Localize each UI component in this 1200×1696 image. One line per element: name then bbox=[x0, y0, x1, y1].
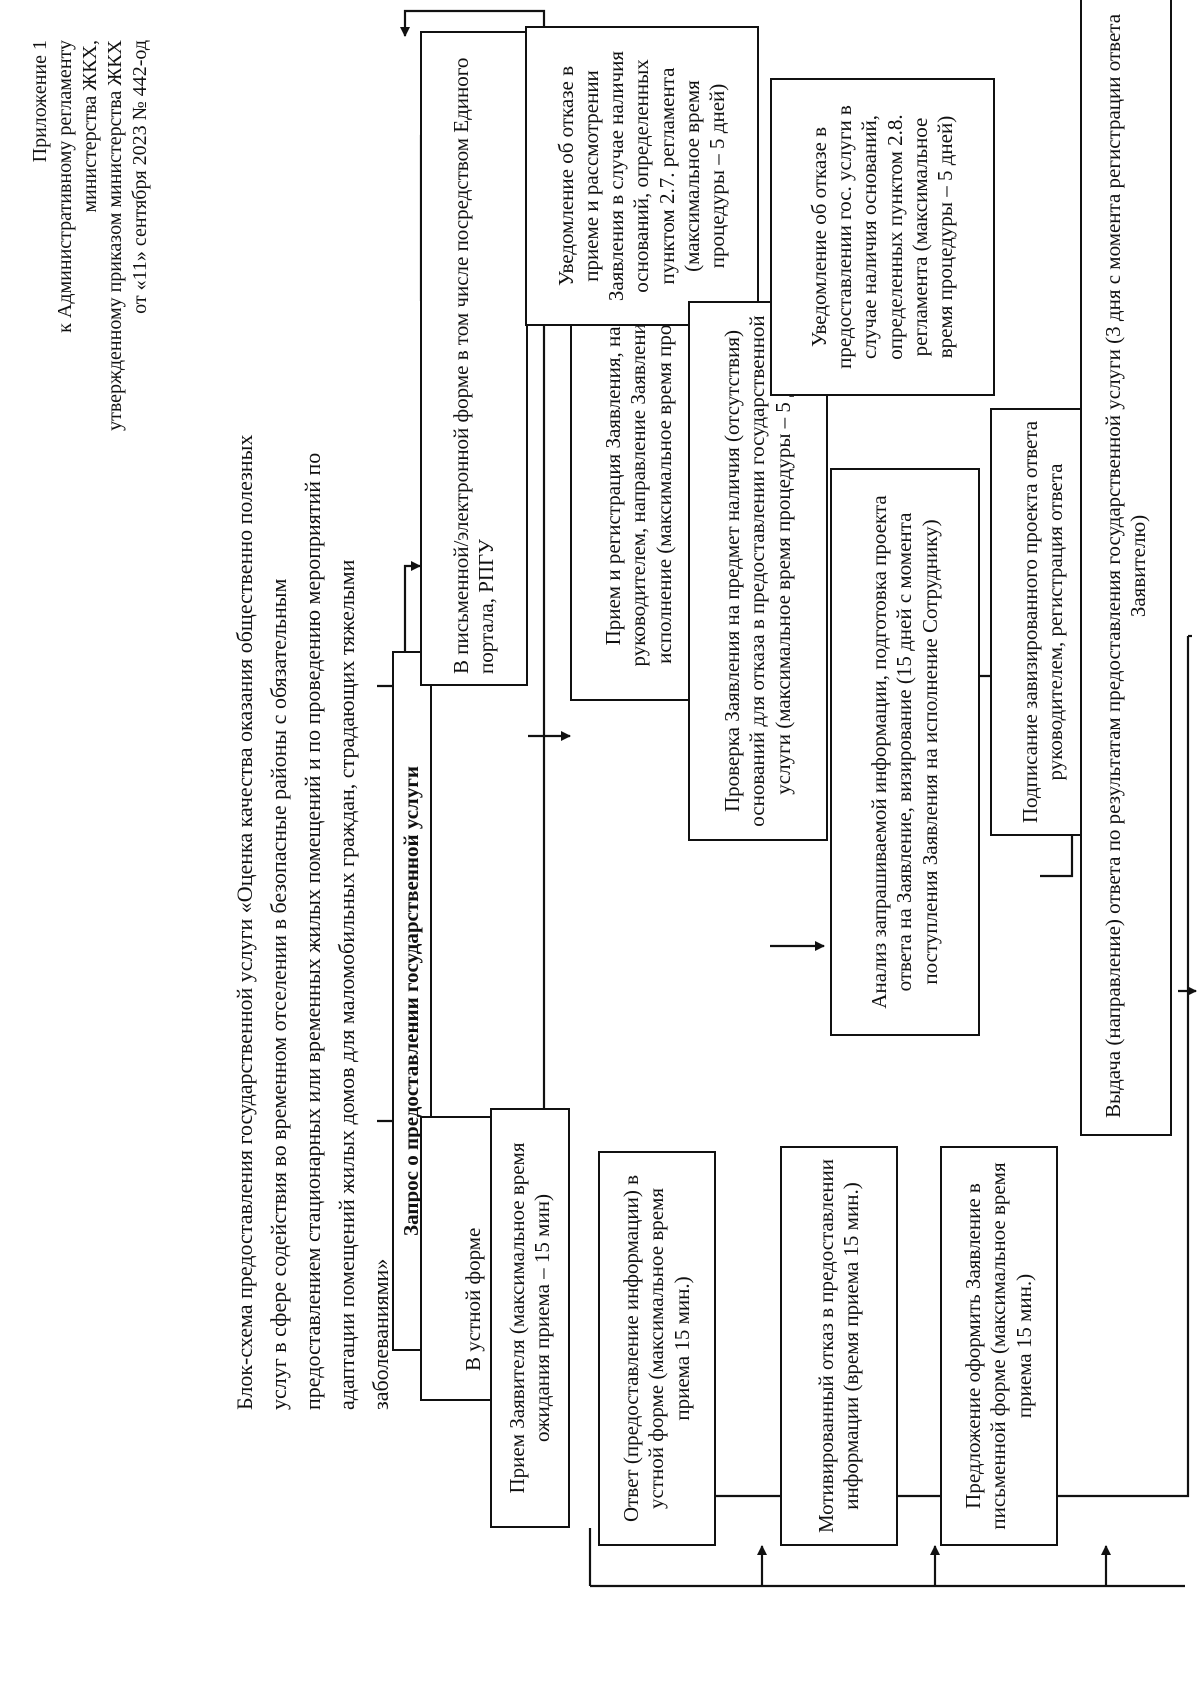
box-motivated-refusal: Мотивированный отказ в предоставлении ин… bbox=[780, 1146, 898, 1546]
box-reception: Прием Заявителя (максимальное время ожид… bbox=[490, 1108, 570, 1528]
box-refusal-27: Уведомление об отказе в приеме и рассмот… bbox=[525, 26, 759, 326]
box-analysis: Анализ запрашиваемой информации, подгото… bbox=[830, 468, 980, 1036]
box-written: В письменной/электронной форме в том чис… bbox=[420, 31, 528, 686]
box-issue: Выдача (направление) ответа по результат… bbox=[1080, 0, 1172, 1136]
box-offer-written: Предложение оформить Заявление в письмен… bbox=[940, 1146, 1058, 1546]
box-answer-oral: Ответ (предоставление информации) в устн… bbox=[598, 1151, 716, 1546]
box-refusal-28: Уведомление об отказе в предоставлении г… bbox=[770, 78, 995, 396]
connector-request-written bbox=[377, 561, 421, 688]
